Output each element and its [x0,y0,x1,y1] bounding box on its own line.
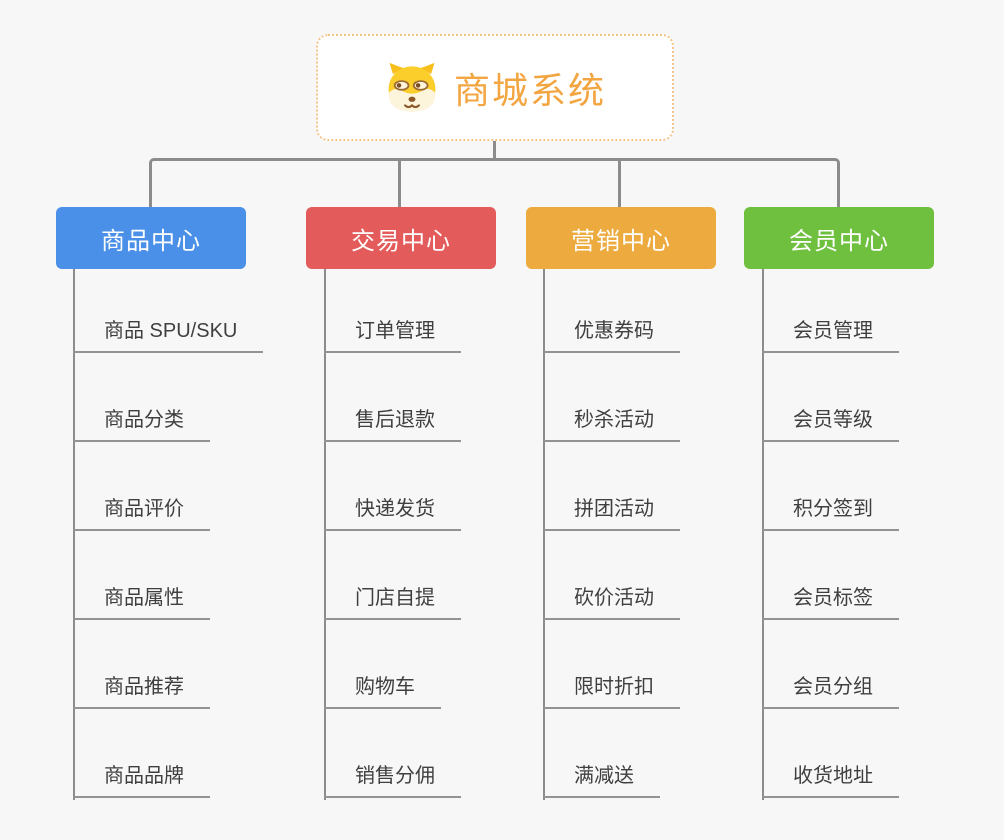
leaf-item[interactable]: 售后退款 [324,408,461,442]
branch-node-trade-center[interactable]: 交易中心 [306,207,496,269]
leaf-column-member-center: 会员管理 会员等级 积分签到 会员标签 会员分组 收货地址 [762,264,1002,798]
leaf-item[interactable]: 商品品牌 [73,764,210,798]
branch-rail-connector [149,158,840,207]
leaf-row: 订单管理 [324,264,564,353]
branch-label: 会员中心 [789,227,889,255]
leaf-row: 快递发货 [324,442,564,531]
leaf-row: 秒杀活动 [543,353,783,442]
root-node[interactable]: 商城系统 [316,34,674,141]
branch-label: 营销中心 [571,227,671,255]
shiba-dog-icon [388,62,436,111]
leaf-item[interactable]: 商品分类 [73,408,210,442]
leaf-item[interactable]: 满减送 [543,764,660,798]
branch-label: 交易中心 [351,227,451,255]
leaf-item[interactable]: 会员标签 [762,586,899,620]
leaf-row: 商品推荐 [73,620,313,709]
root-title: 商城系统 [453,69,606,111]
leaf-row: 销售分佣 [324,709,564,798]
leaf-column-trade-center: 订单管理 售后退款 快递发货 门店自提 购物车 销售分佣 [324,264,564,798]
leaf-row: 商品属性 [73,531,313,620]
leaf-row: 售后退款 [324,353,564,442]
leaf-row: 会员标签 [762,531,1002,620]
leaf-row: 砍价活动 [543,531,783,620]
leaf-row: 优惠券码 [543,264,783,353]
leaf-item[interactable]: 拼团活动 [543,497,680,531]
leaf-row: 会员等级 [762,353,1002,442]
branch-node-marketing-center[interactable]: 营销中心 [526,207,716,269]
leaf-item[interactable]: 优惠券码 [543,319,680,353]
leaf-item[interactable]: 商品推荐 [73,675,210,709]
leaf-item[interactable]: 订单管理 [324,319,461,353]
root-stem-connector [493,141,496,160]
leaf-row: 拼团活动 [543,442,783,531]
leaf-row: 积分签到 [762,442,1002,531]
leaf-row: 会员管理 [762,264,1002,353]
leaf-row: 购物车 [324,620,564,709]
branch-label: 商品中心 [101,227,201,255]
leaf-item[interactable]: 购物车 [324,675,441,709]
leaf-row: 门店自提 [324,531,564,620]
leaf-item[interactable]: 会员管理 [762,319,899,353]
leaf-row: 满减送 [543,709,783,798]
leaf-item[interactable]: 快递发货 [324,497,461,531]
branch-node-member-center[interactable]: 会员中心 [744,207,934,269]
leaf-column-product-center: 商品 SPU/SKU 商品分类 商品评价 商品属性 商品推荐 商品品牌 [73,264,313,798]
column-trunk-line [543,269,545,800]
column-trunk-line [73,269,75,800]
leaf-column-marketing-center: 优惠券码 秒杀活动 拼团活动 砍价活动 限时折扣 满减送 [543,264,783,798]
leaf-item[interactable]: 商品评价 [73,497,210,531]
leaf-item[interactable]: 砍价活动 [543,586,680,620]
leaf-row: 限时折扣 [543,620,783,709]
leaf-item[interactable]: 积分签到 [762,497,899,531]
leaf-item[interactable]: 会员分组 [762,675,899,709]
column-trunk-line [324,269,326,800]
branch-drop-connector [398,160,401,207]
leaf-item[interactable]: 会员等级 [762,408,899,442]
leaf-row: 商品评价 [73,442,313,531]
branch-drop-connector [618,160,621,207]
leaf-item[interactable]: 商品 SPU/SKU [73,319,264,353]
leaf-item[interactable]: 销售分佣 [324,764,461,798]
leaf-row: 收货地址 [762,709,1002,798]
column-trunk-line [762,269,764,800]
branch-node-product-center[interactable]: 商品中心 [56,207,246,269]
leaf-item[interactable]: 秒杀活动 [543,408,680,442]
leaf-row: 商品品牌 [73,709,313,798]
leaf-row: 会员分组 [762,620,1002,709]
leaf-row: 商品分类 [73,353,313,442]
leaf-item[interactable]: 限时折扣 [543,675,680,709]
leaf-row: 商品 SPU/SKU [73,264,313,353]
leaf-item[interactable]: 门店自提 [324,586,461,620]
leaf-item[interactable]: 商品属性 [73,586,210,620]
leaf-item[interactable]: 收货地址 [762,764,899,798]
